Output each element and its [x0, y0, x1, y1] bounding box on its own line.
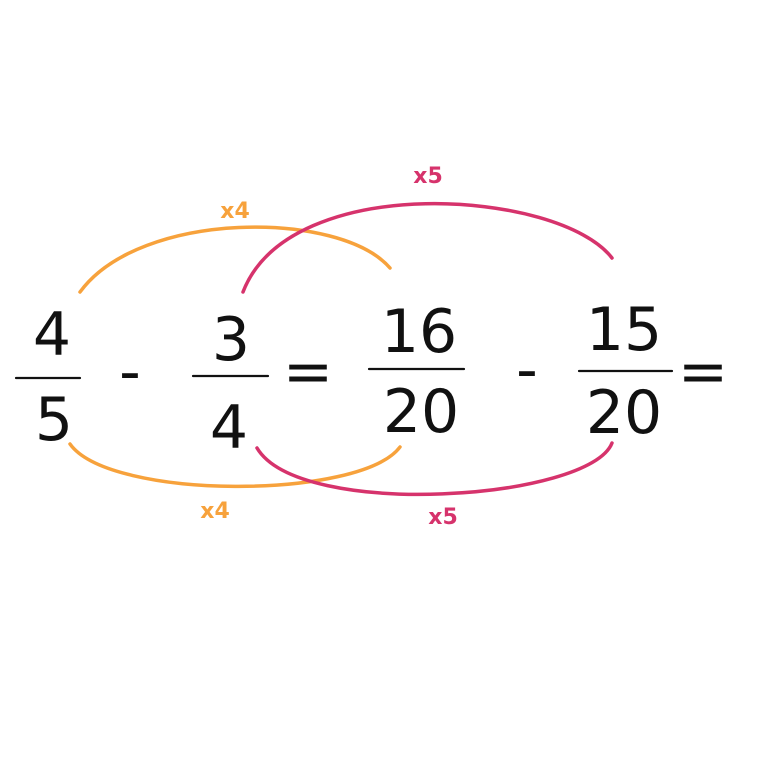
fraction-4: 15 20: [577, 295, 674, 448]
magenta-bottom-label: x5: [428, 505, 458, 530]
fraction-1-denominator: 5: [35, 385, 73, 455]
fraction-3: 16 20: [367, 297, 466, 447]
fraction-4-denominator: 20: [586, 378, 662, 448]
minus-sign-1: -: [119, 337, 141, 407]
fraction-2-numerator: 3: [212, 305, 250, 375]
magenta-bottom-arc: [255, 441, 614, 496]
fraction-2: 3 4: [191, 305, 270, 463]
fraction-2-denominator: 4: [210, 393, 248, 463]
magenta-top-label: x5: [413, 164, 443, 189]
magenta-top-arc: [241, 201, 614, 294]
fraction-3-numerator: 16: [381, 297, 457, 367]
orange-bottom-label: x4: [200, 499, 230, 524]
equals-sign-2: =: [678, 337, 728, 407]
orange-bottom-arc: [68, 442, 402, 489]
fraction-4-numerator: 15: [586, 295, 662, 365]
minus-sign-2: -: [516, 335, 538, 405]
equals-sign-1: =: [283, 337, 333, 407]
orange-top-label: x4: [220, 199, 250, 224]
fraction-3-denominator: 20: [383, 377, 459, 447]
fraction-1-numerator: 4: [33, 300, 71, 370]
fraction-1: 4 5: [14, 300, 82, 455]
orange-top-arc: [78, 225, 392, 294]
